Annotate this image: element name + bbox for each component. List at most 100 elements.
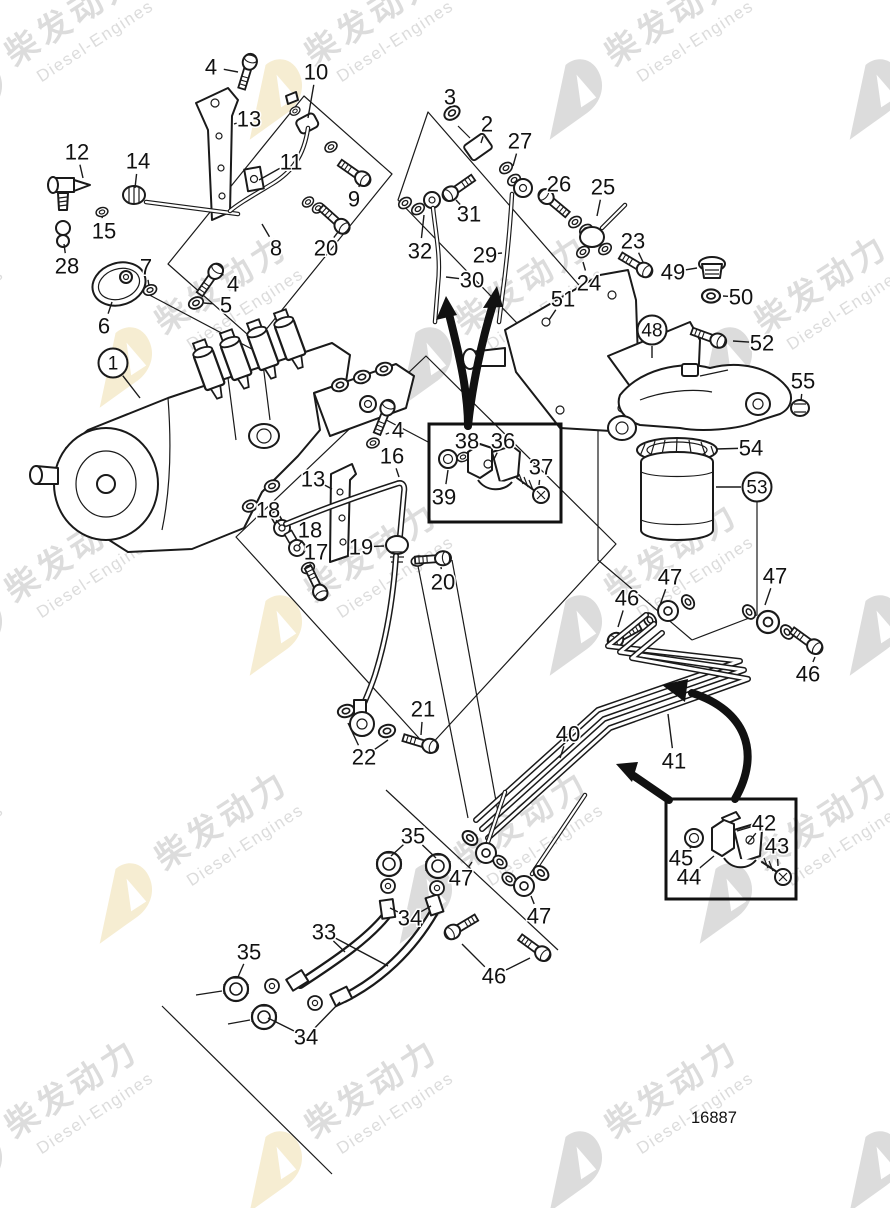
callout-52: 52 <box>732 329 776 357</box>
callout-13: 13 <box>299 465 333 493</box>
leader-line <box>617 610 624 628</box>
callout-35: 35 <box>390 822 437 859</box>
callout-number: 10 <box>304 60 328 85</box>
callout-number: 23 <box>621 229 645 254</box>
leader-line <box>445 276 460 280</box>
callout-number: 44 <box>677 865 701 890</box>
watermark-logo-icon <box>699 863 753 944</box>
callout-36: 36 <box>489 427 517 460</box>
callout-number: 35 <box>401 824 425 849</box>
callout-7: 7 <box>138 253 154 287</box>
callout-number: 11 <box>280 150 303 175</box>
leader-line <box>685 267 698 271</box>
callout-number: 18 <box>298 518 322 543</box>
callout-9: 9 <box>346 183 362 213</box>
watermark-en-text: Diesel-Engines <box>0 800 7 890</box>
callout-20: 20 <box>312 231 340 262</box>
leader-line <box>698 855 715 870</box>
callout-46: 46 <box>613 584 641 628</box>
leader-line <box>512 153 518 167</box>
leader-line <box>374 739 389 751</box>
leader-line <box>420 721 423 736</box>
callout-41: 41 <box>660 713 688 775</box>
callout-21: 21 <box>409 695 437 736</box>
leader-line <box>107 301 113 314</box>
leader-line <box>79 164 84 179</box>
callout-54: 54 <box>715 434 765 462</box>
callout-55: 55 <box>789 367 817 402</box>
callout-47: 47 <box>525 895 553 930</box>
leader-line <box>445 469 449 485</box>
callout-number: 52 <box>750 331 774 356</box>
callout-number: 4 <box>392 418 404 443</box>
callout-44: 44 <box>675 855 715 891</box>
leader-line <box>548 309 557 321</box>
watermark-logo-icon <box>549 59 603 140</box>
leader-line <box>732 340 750 343</box>
watermark-logo-icon <box>849 1131 890 1208</box>
callout-number: 47 <box>527 904 551 929</box>
callout-number: 31 <box>457 202 481 227</box>
leader-line <box>389 907 399 913</box>
leader-line <box>480 136 484 144</box>
callout-number: 47 <box>449 866 473 891</box>
banjo-fitting-chain-group <box>395 102 657 325</box>
callout-number: 33 <box>312 920 336 945</box>
callout-17: 17 <box>302 538 330 568</box>
callout-number: 27 <box>508 129 532 154</box>
callout-number: 42 <box>752 811 776 836</box>
callout-number: 43 <box>765 834 789 859</box>
callout-10: 10 <box>302 58 330 119</box>
callout-number: 48 <box>641 321 662 342</box>
callout-number: 19 <box>349 535 373 560</box>
callout-number: 50 <box>729 285 753 310</box>
callout-number: 54 <box>739 436 763 461</box>
callout-number: 3 <box>444 85 456 110</box>
callout-number: 22 <box>352 745 376 770</box>
leader-line <box>203 302 214 305</box>
callout-number: 47 <box>763 564 787 589</box>
callout-26: 26 <box>545 170 572 198</box>
leader-line <box>596 199 602 217</box>
callout-number: 37 <box>529 455 553 480</box>
callout-number: 8 <box>270 236 282 261</box>
callout-number: 55 <box>791 369 815 394</box>
callout-8: 8 <box>261 223 284 262</box>
leader-line <box>267 1017 295 1032</box>
throttle-fitting-group <box>47 51 375 313</box>
callout-46: 46 <box>794 656 822 688</box>
callout-number: 53 <box>746 478 767 499</box>
callout-23: 23 <box>619 227 647 263</box>
callout-25: 25 <box>589 173 617 217</box>
watermark-logo-icon <box>399 327 453 408</box>
callout-number: 15 <box>92 219 116 244</box>
callout-30: 30 <box>445 266 486 294</box>
callout-14: 14 <box>124 147 152 189</box>
watermark-logo-icon <box>249 1131 303 1208</box>
leader-line <box>358 183 361 188</box>
leader-line <box>505 957 531 971</box>
callout-number: 39 <box>432 485 456 510</box>
callout-number: 21 <box>411 697 435 722</box>
callout-39: 39 <box>430 469 458 511</box>
callout-51: 51 <box>548 285 577 321</box>
callout-42: 42 <box>736 809 778 844</box>
callout-4: 4 <box>203 53 239 81</box>
leader-line <box>324 484 333 490</box>
leader-line <box>812 656 816 663</box>
callout-number: 36 <box>491 429 515 454</box>
leader-line <box>223 68 239 73</box>
leader-line <box>122 375 141 399</box>
leader-line <box>332 940 346 953</box>
leader-line <box>461 943 486 968</box>
callout-number: 5 <box>220 293 232 318</box>
callout-number: 41 <box>662 749 686 774</box>
leader-line <box>421 844 437 859</box>
callout-number: 38 <box>455 429 479 454</box>
callout-number: 35 <box>237 940 261 965</box>
